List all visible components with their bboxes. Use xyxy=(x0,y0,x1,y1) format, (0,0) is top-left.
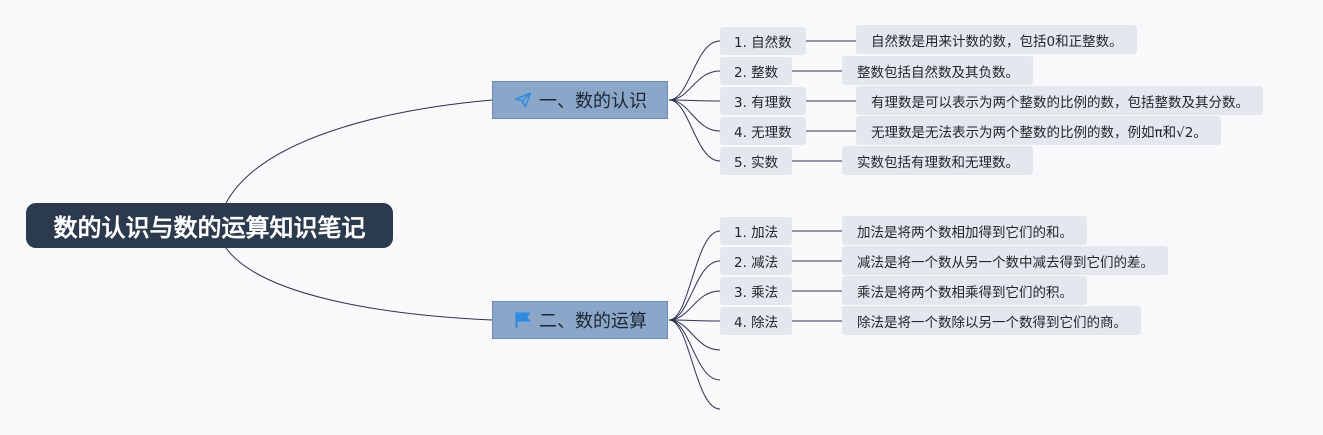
description-text: 实数包括有理数和无理数。 xyxy=(857,154,1019,171)
connector-b2-item-3 xyxy=(668,290,721,321)
description-real-numbers[interactable]: 实数包括有理数和无理数。 xyxy=(842,146,1033,175)
branch-topic-2[interactable]: 二、数的运算 xyxy=(492,301,668,339)
connector-b1-item-4 xyxy=(668,99,721,132)
subtopic-division[interactable]: 4. 除法 xyxy=(720,307,792,335)
subtopic-irrational-numbers[interactable]: 4. 无理数 xyxy=(720,117,806,145)
subtopic-integers[interactable]: 2. 整数 xyxy=(720,57,792,85)
description-division[interactable]: 除法是将一个数除以另一个数得到它们的商。 xyxy=(842,306,1141,335)
paper-plane-icon xyxy=(513,90,533,110)
connector-b2-item-1 xyxy=(668,230,721,321)
subtopic-label: 3. 乘法 xyxy=(734,285,779,301)
description-text: 除法是将一个数除以另一个数得到它们的商。 xyxy=(857,314,1127,331)
connector-b1-item-3 xyxy=(668,99,721,102)
description-text: 乘法是将两个数相乘得到它们的积。 xyxy=(857,284,1073,301)
description-addition[interactable]: 加法是将两个数相加得到它们的和。 xyxy=(842,216,1087,245)
subtopic-label: 4. 除法 xyxy=(734,315,779,331)
subtopic-natural-numbers[interactable]: 1. 自然数 xyxy=(720,27,806,55)
description-integers[interactable]: 整数包括自然数及其负数。 xyxy=(842,56,1033,85)
branch-topic-1[interactable]: 一、数的认识 xyxy=(492,81,668,119)
description-rational-numbers[interactable]: 有理数是可以表示为两个整数的比例的数，包括整数及其分数。 xyxy=(856,86,1263,115)
description-text: 有理数是可以表示为两个整数的比例的数，包括整数及其分数。 xyxy=(871,94,1249,111)
subtopic-addition[interactable]: 1. 加法 xyxy=(720,217,792,245)
description-natural-numbers[interactable]: 自然数是用来计数的数，包括0和正整数。 xyxy=(856,25,1137,54)
description-text: 整数包括自然数及其负数。 xyxy=(857,64,1019,81)
connector-b1-item-5 xyxy=(668,99,721,162)
root-topic[interactable]: 数的认识与数的运算知识笔记 xyxy=(26,203,393,248)
subtopic-subtraction[interactable]: 2. 减法 xyxy=(720,247,792,275)
subtopic-label: 5. 实数 xyxy=(734,155,779,171)
connector-b2-empty-2 xyxy=(668,319,721,381)
description-subtraction[interactable]: 减法是将一个数从另一个数中减去得到它们的差。 xyxy=(842,246,1168,275)
connector-b2-empty-1 xyxy=(668,319,721,351)
subtopic-rational-numbers[interactable]: 3. 有理数 xyxy=(720,87,806,115)
subtopic-label: 1. 加法 xyxy=(734,225,779,241)
description-text: 减法是将一个数从另一个数中减去得到它们的差。 xyxy=(857,254,1154,271)
subtopic-label: 4. 无理数 xyxy=(734,125,792,141)
connector-b2-item-4 xyxy=(668,319,721,322)
subtopic-label: 3. 有理数 xyxy=(734,95,792,111)
connector-root-branch-1 xyxy=(225,99,493,204)
root-topic-label: 数的认识与数的运算知识笔记 xyxy=(53,214,366,242)
subtopic-real-numbers[interactable]: 5. 实数 xyxy=(720,147,792,175)
subtopic-multiplication[interactable]: 3. 乘法 xyxy=(720,277,792,305)
connector-b2-empty-3 xyxy=(668,319,721,410)
connector-b1-item-2 xyxy=(668,70,721,101)
subtopic-label: 1. 自然数 xyxy=(734,35,792,51)
description-text: 无理数是无法表示为两个整数的比例的数，例如π和√2。 xyxy=(871,124,1207,141)
connector-b2-item-2 xyxy=(668,260,721,321)
branch-topic-label: 一、数的认识 xyxy=(539,91,647,112)
flag-icon xyxy=(513,310,533,330)
description-text: 加法是将两个数相加得到它们的和。 xyxy=(857,224,1073,241)
subtopic-label: 2. 整数 xyxy=(734,65,779,81)
connector-b1-item-1 xyxy=(668,40,721,101)
connector-root-branch-2 xyxy=(225,247,493,321)
description-text: 自然数是用来计数的数，包括0和正整数。 xyxy=(871,33,1123,50)
subtopic-label: 2. 减法 xyxy=(734,255,779,271)
description-irrational-numbers[interactable]: 无理数是无法表示为两个整数的比例的数，例如π和√2。 xyxy=(856,116,1221,145)
branch-topic-label: 二、数的运算 xyxy=(539,311,647,332)
description-multiplication[interactable]: 乘法是将两个数相乘得到它们的积。 xyxy=(842,276,1087,305)
